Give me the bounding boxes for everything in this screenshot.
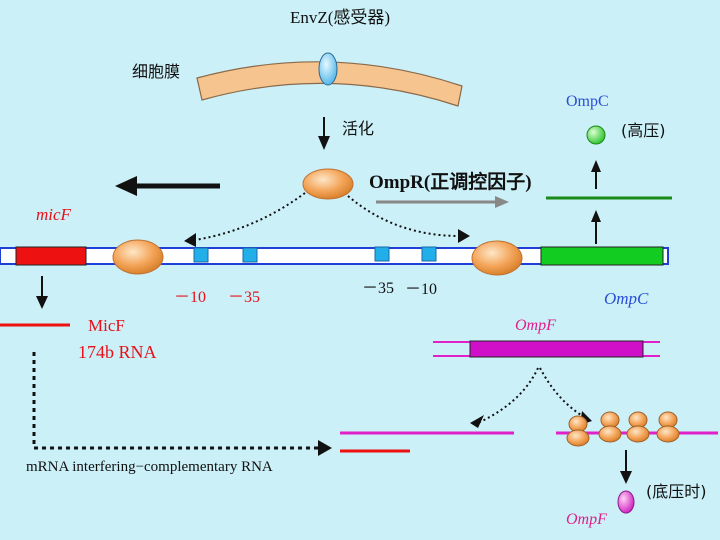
micf-gene-label: micF [36, 205, 71, 224]
ribosome-4 [656, 411, 680, 443]
ribosome-2 [598, 411, 622, 443]
ompf-gene-label: OmpF [515, 317, 556, 334]
envz-label: EnvZ(感受器) [290, 8, 391, 27]
ompc-top-label: OmpC [566, 93, 609, 110]
box-minus35-right [374, 246, 390, 262]
ompf-right-dotted-branch [539, 367, 587, 419]
box-minus10-left [193, 247, 209, 263]
activation-label: 活化 [342, 119, 375, 138]
ompr-protein [302, 168, 354, 200]
minus35-right-label: －35 [362, 280, 395, 297]
ompf-gene [433, 340, 660, 358]
micf-down-arrow [36, 276, 48, 309]
box-minus10-right [421, 246, 437, 262]
ribosome-1 [566, 415, 590, 447]
ompf-down-arrow [620, 450, 632, 484]
micf-dotted-path [32, 352, 322, 450]
ompr-right-dotted-arrowhead [458, 229, 470, 243]
ompc-up-arrow-upper [591, 160, 601, 189]
ompf-protein [617, 490, 635, 514]
micf-rna-size-label: 174b RNA [78, 342, 157, 362]
ompr-bound-right [471, 240, 523, 276]
ompr-left-dotted-curve [194, 192, 306, 241]
mrna-caption-label: mRNA interfering−complementary RNA [26, 459, 273, 475]
box-minus35-left [242, 247, 258, 263]
micf-dotted-arrowhead [318, 440, 332, 456]
micf-gene-block [15, 246, 87, 266]
ompf-left-dotted-arrowhead [470, 415, 484, 428]
minus10-right-label: －10 [405, 281, 438, 298]
ompc-gene-label: OmpC [604, 289, 649, 308]
high-pressure-label: (高压) [621, 121, 666, 140]
ompc-gene-block [540, 246, 664, 266]
cell-membrane [196, 61, 463, 107]
ompr-label: OmpR(正调控因子) [369, 172, 532, 193]
ompf-left-dotted-branch [479, 367, 539, 423]
leftward-arrow [115, 176, 220, 196]
membrane-label: 细胞膜 [132, 62, 181, 81]
ompf-bottom-label: OmpF [566, 511, 607, 528]
envz-receptor [318, 52, 338, 86]
activation-arrow [318, 117, 330, 150]
minus10-left-label: －10 [174, 289, 207, 306]
ompc-protein [586, 125, 606, 145]
low-pressure-label: (底压时) [646, 482, 707, 501]
ompr-left-dotted-arrowhead [184, 233, 196, 247]
ribosome-3 [626, 411, 650, 443]
micf-rna-name-label: MicF [88, 316, 125, 335]
rightward-gray-arrow [376, 196, 509, 208]
ompr-bound-left [112, 239, 164, 275]
minus35-left-label: －35 [228, 289, 261, 306]
ompc-up-arrow-lower [591, 210, 601, 244]
